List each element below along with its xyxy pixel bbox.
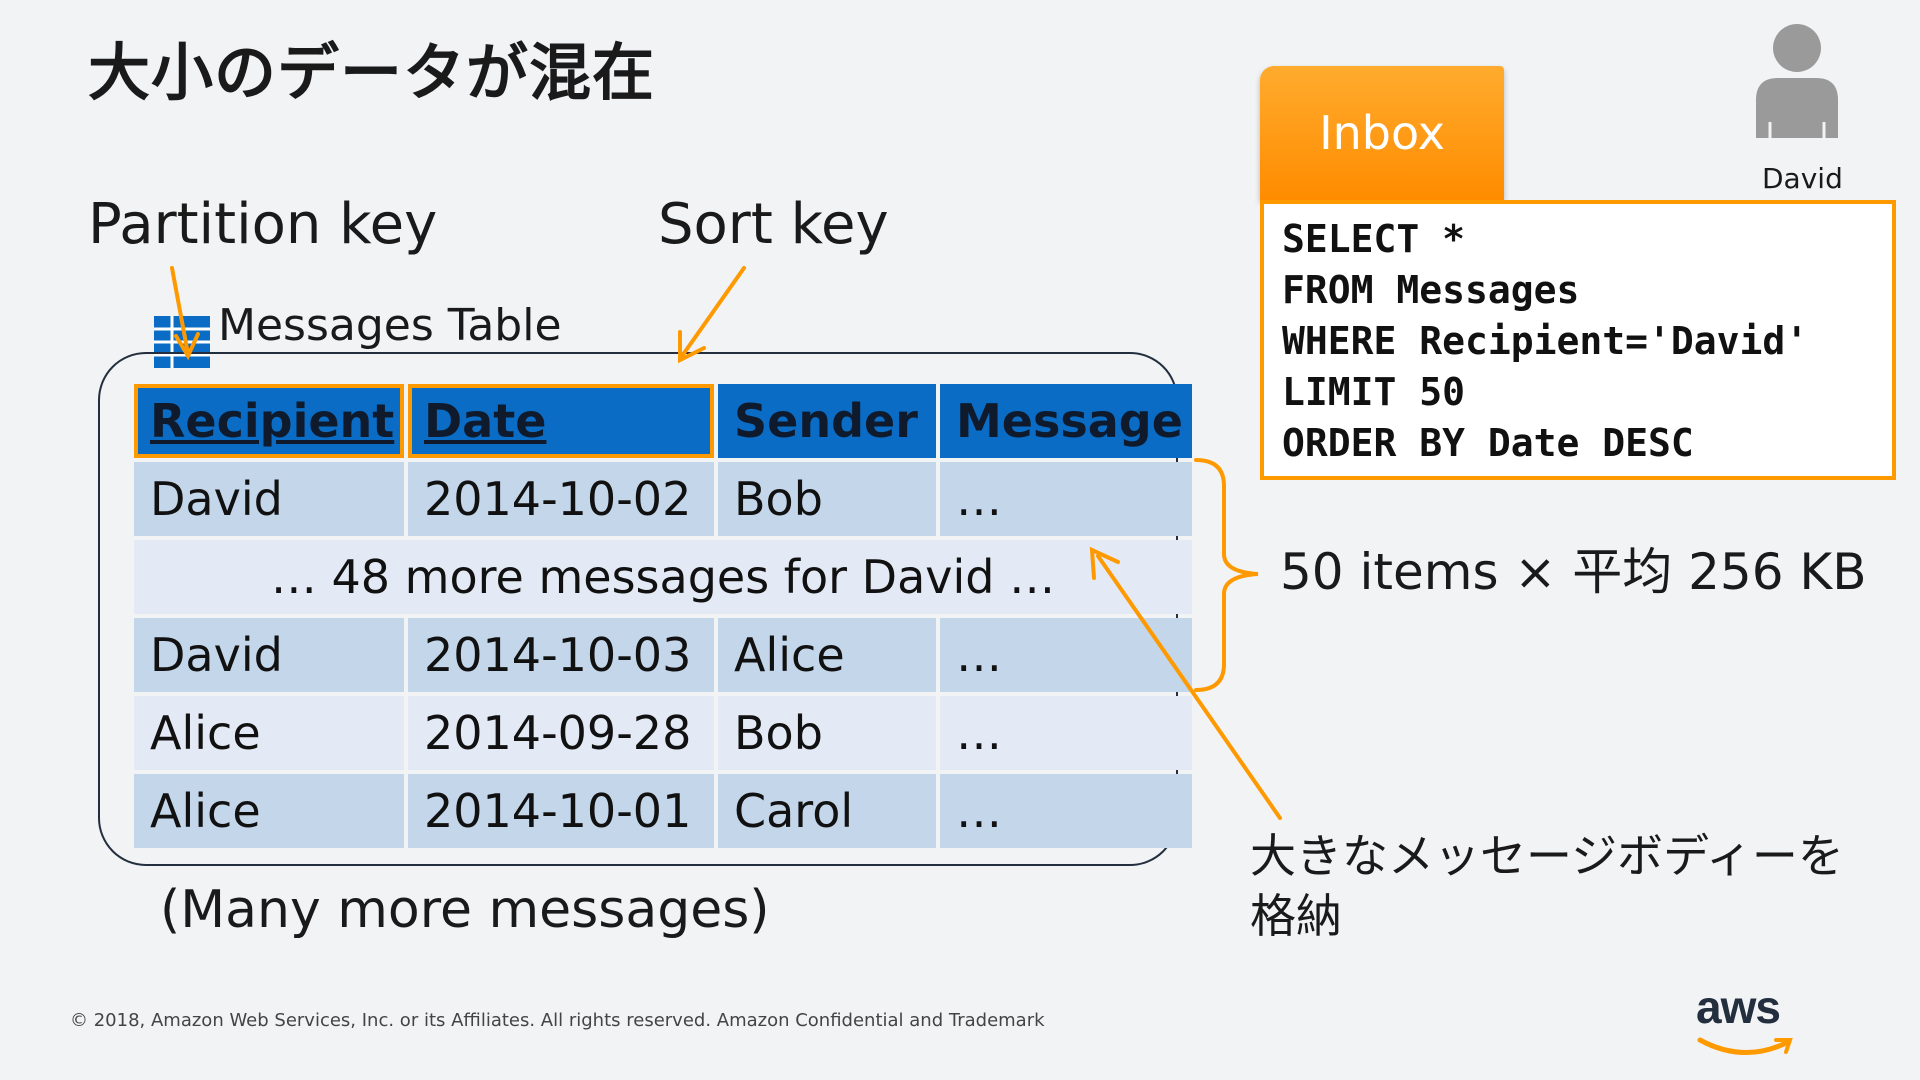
partition-key-label: Partition key xyxy=(88,192,438,257)
aws-logo-text: aws xyxy=(1696,981,1781,1033)
cell-message: … xyxy=(940,774,1192,848)
cell-date: 2014-09-28 xyxy=(408,696,714,770)
table-caption: Messages Table xyxy=(218,300,562,351)
items-summary: 50 items × 平均 256 KB xyxy=(1280,543,1867,601)
large-body-note: 大きなメッセージボディーを 格納 xyxy=(1250,826,1890,946)
user-icon xyxy=(1756,24,1838,138)
inbox-tab: Inbox xyxy=(1260,66,1504,200)
sort-key-arrow xyxy=(680,266,746,358)
cell-message: … xyxy=(940,618,1192,692)
cell-recipient: Alice xyxy=(134,774,404,848)
slide-title: 大小のデータが混在 xyxy=(88,36,656,109)
more-messages-caption: (Many more messages) xyxy=(160,880,770,940)
header-sender: Sender xyxy=(718,384,936,458)
more-david-messages: … 48 more messages for David … xyxy=(134,540,1192,614)
items-brace xyxy=(1194,458,1259,692)
query-box: SELECT * FROM Messages WHERE Recipient='… xyxy=(1260,200,1896,480)
large-body-note-line1: 大きなメッセージボディーを xyxy=(1250,829,1844,883)
cell-message: … xyxy=(940,696,1192,770)
header-date: Date xyxy=(408,384,714,458)
user-name: David xyxy=(1762,162,1843,195)
cell-sender: Carol xyxy=(718,774,936,848)
cell-recipient: David xyxy=(134,618,404,692)
table-row: David 2014-10-02 Bob … xyxy=(134,462,1192,536)
sql-line: LIMIT 50 xyxy=(1282,370,1466,414)
cell-sender: Alice xyxy=(718,618,936,692)
sql-line: FROM Messages xyxy=(1282,268,1580,312)
cell-date: 2014-10-03 xyxy=(408,618,714,692)
table-row-summary: … 48 more messages for David … xyxy=(134,540,1192,614)
cell-recipient: David xyxy=(134,462,404,536)
cell-sender: Bob xyxy=(718,696,936,770)
messages-table: Recipient Date Sender Message David 2014… xyxy=(130,380,1196,852)
copyright-text: © 2018, Amazon Web Services, Inc. or its… xyxy=(70,1010,1045,1031)
cell-date: 2014-10-01 xyxy=(408,774,714,848)
sql-line: ORDER BY Date DESC xyxy=(1282,421,1694,465)
table-row: David 2014-10-03 Alice … xyxy=(134,618,1192,692)
header-message: Message xyxy=(940,384,1192,458)
cell-message: … xyxy=(940,462,1192,536)
header-recipient: Recipient xyxy=(134,384,404,458)
table-row: Alice 2014-10-01 Carol … xyxy=(134,774,1192,848)
cell-recipient: Alice xyxy=(134,696,404,770)
sort-key-label: Sort key xyxy=(658,192,889,257)
cell-date: 2014-10-02 xyxy=(408,462,714,536)
table-header-row: Recipient Date Sender Message xyxy=(134,384,1192,458)
sql-line: SELECT * xyxy=(1282,217,1466,261)
aws-logo: aws xyxy=(1696,980,1796,1066)
table-row: Alice 2014-09-28 Bob … xyxy=(134,696,1192,770)
sql-line: WHERE Recipient='David' xyxy=(1282,319,1809,363)
large-body-note-line2: 格納 xyxy=(1250,889,1342,943)
cell-sender: Bob xyxy=(718,462,936,536)
inbox-tab-label: Inbox xyxy=(1319,106,1445,160)
aws-smile-icon xyxy=(1697,1037,1793,1055)
